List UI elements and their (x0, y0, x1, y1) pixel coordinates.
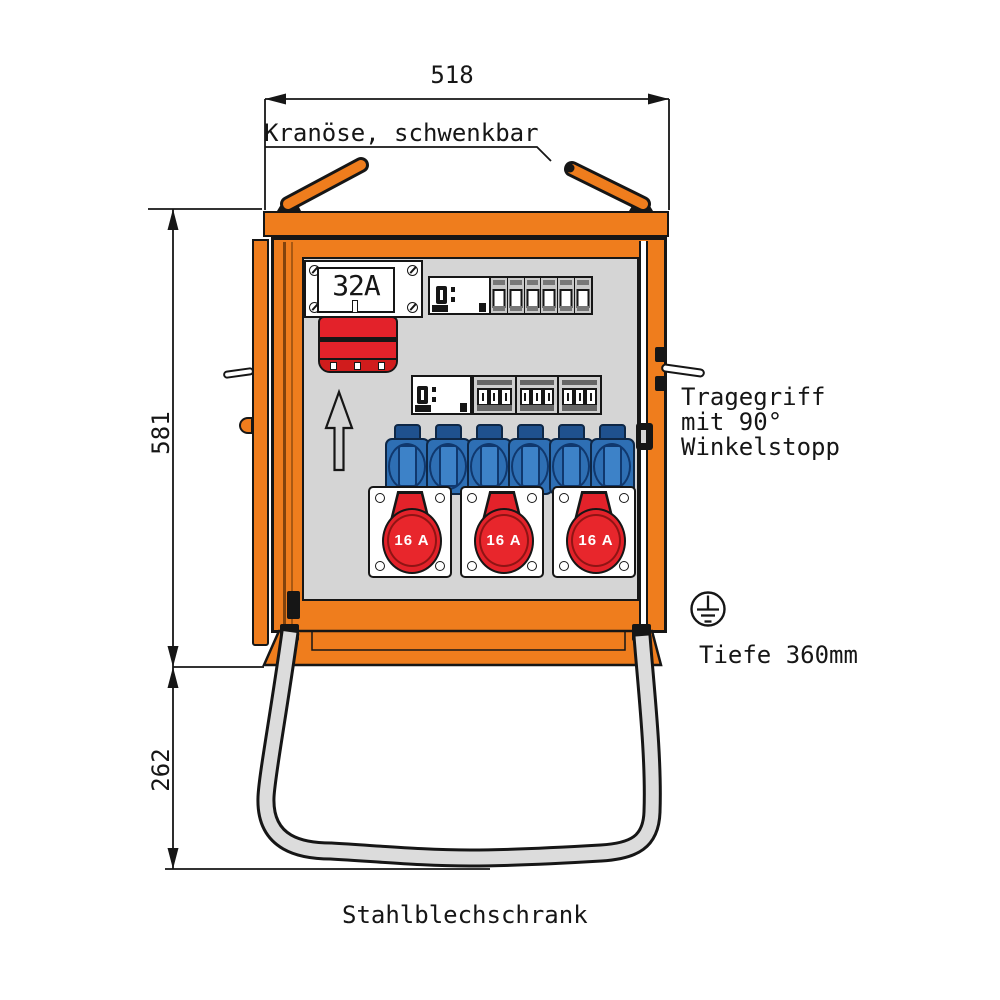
door-fold-line-2 (291, 242, 293, 628)
rcd-detail (451, 287, 455, 292)
plug-band (320, 337, 396, 342)
mcb-toggle (519, 388, 532, 406)
cabinet-roof-bar (263, 211, 669, 237)
mcb-3pole-group (514, 377, 558, 413)
rcd-detail (415, 405, 431, 412)
drawing-caption: Stahlblechschrank (342, 901, 588, 929)
socket-body (549, 438, 594, 495)
plate-screw (407, 302, 418, 313)
schuko-socket (426, 424, 471, 495)
latch-slot (641, 430, 646, 443)
cee-inlet-32a-plug (318, 316, 398, 373)
handle-mount (655, 347, 666, 362)
socket-rating: 16 A (571, 514, 621, 567)
handle-note-line3: Winkelstopp (681, 433, 840, 461)
mcb-module (557, 278, 575, 313)
mcb-module (540, 278, 558, 313)
door-edge-profile (252, 239, 269, 646)
mcb-toggle (562, 388, 574, 406)
mcb-toggle (500, 388, 512, 406)
mcb-toggle (531, 388, 543, 406)
schuko-socket (549, 424, 594, 495)
breaker-row-1 (428, 276, 593, 315)
handle-note-line1: Tragegriff (681, 383, 826, 411)
mcb-toggle (573, 388, 586, 406)
socket-body (590, 438, 635, 495)
mcb-3pole-group (472, 377, 515, 413)
rcd-toggle (417, 386, 428, 404)
plug-pin (330, 362, 337, 370)
rcd-detail (432, 387, 436, 392)
socket-rating: 16 A (387, 514, 437, 567)
inlet-rating-label: 32A (317, 267, 395, 313)
plate-screw (407, 265, 418, 276)
plug-pin-face (320, 358, 396, 371)
plug-pin (354, 362, 361, 370)
schuko-socket (590, 424, 635, 495)
plug-pin (378, 362, 385, 370)
cee-socket-16a: 16 A (552, 486, 636, 578)
crane-eye-right (564, 161, 653, 212)
dimension-stand-height-label: 262 (147, 748, 175, 792)
door-latch (636, 423, 653, 450)
rcd-detail (432, 305, 448, 312)
mcb-toggle (585, 388, 598, 406)
handle-note-line2: mit 90° (681, 408, 783, 436)
rcd-module (413, 377, 472, 413)
rcd-detail (432, 397, 436, 402)
mcb-module (506, 278, 524, 313)
dimension-height-label: 581 (147, 411, 175, 455)
carrying-handle (660, 362, 706, 379)
mcb-toggle (488, 388, 501, 406)
inlet-mounting-plate: 32A (304, 260, 423, 318)
rcd-toggle (436, 286, 447, 304)
mcb-module (523, 278, 541, 313)
rcd-detail (479, 303, 486, 312)
earth-symbol-icon (690, 591, 726, 627)
crane-eye-note: Kranöse, schwenkbar (264, 119, 539, 147)
handle-mount (655, 376, 666, 391)
breaker-row-2 (411, 375, 602, 415)
left-side-handle (222, 366, 255, 380)
door-hinge-tab (239, 417, 253, 434)
door-hinge-bottom (287, 591, 300, 619)
mcb-3pole-group (557, 377, 601, 413)
socket-body (508, 438, 553, 495)
door-fold-line (283, 242, 286, 628)
cee-socket-16a: 16 A (460, 486, 544, 578)
mcb-module (491, 278, 507, 313)
inlet-rating-text: 32A (332, 269, 381, 302)
tubular-stand (256, 624, 662, 868)
rcd-detail (451, 297, 455, 302)
mcb-module (574, 278, 591, 313)
socket-rating: 16 A (479, 514, 529, 567)
crane-eye-leader (265, 146, 552, 162)
mcb-toggle (477, 388, 489, 406)
width-dimension (264, 93, 670, 210)
mcb-toggle (542, 388, 555, 406)
cabinet-skirt (262, 629, 663, 667)
schuko-socket (467, 424, 512, 495)
label-pin-mark (352, 300, 358, 313)
schuko-socket (385, 424, 430, 495)
crane-eye-left (277, 157, 369, 212)
rcd-detail (460, 403, 467, 412)
depth-note: Tiefe 360mm (699, 641, 858, 669)
rcd-module (430, 278, 491, 313)
dimension-width-label: 518 (430, 61, 474, 89)
cee-socket-16a: 16 A (368, 486, 452, 578)
socket-body (426, 438, 471, 495)
schuko-socket (508, 424, 553, 495)
crane-eye-pivot (565, 163, 575, 173)
handle-note: Tragegriff mit 90° Winkelstopp (681, 385, 840, 460)
